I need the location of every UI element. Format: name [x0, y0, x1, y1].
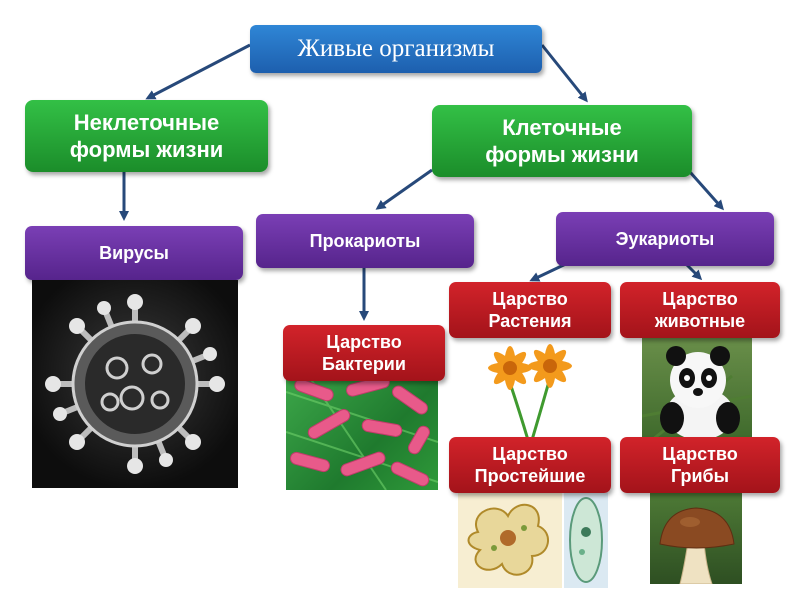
arrow-root-to-cellular [540, 44, 588, 103]
group-prokaryotes: Прокариоты [256, 214, 474, 268]
kingdom-fungi: Царство Грибы [620, 437, 780, 493]
animal-panda-image [642, 336, 752, 440]
protist-amoeba-image [458, 492, 608, 588]
branch-noncellular: Неклеточные формы жизни [25, 100, 268, 172]
group-viruses: Вирусы [25, 226, 243, 280]
arrow-root-to-noncellular [145, 43, 251, 100]
kingdom-plants: Царство Растения [449, 282, 611, 338]
group-eukaryotes: Эукариоты [556, 212, 774, 266]
plant-flower-image [480, 338, 580, 440]
branch-cellular: Клеточные формы жизни [432, 105, 692, 177]
kingdom-bacteria: Царство Бактерии [283, 325, 445, 381]
fungi-mushroom-image [650, 492, 742, 584]
arrow-cellular-to-eukaryotes [688, 171, 724, 211]
kingdom-animals: Царство животные [620, 282, 780, 338]
bacteria-image [286, 372, 438, 490]
arrow-cellular-to-prokaryotes [375, 168, 433, 210]
root-node-living-organisms: Живые организмы [250, 25, 542, 73]
virus-image [32, 280, 238, 488]
kingdom-protists: Царство Простейшие [449, 437, 611, 493]
